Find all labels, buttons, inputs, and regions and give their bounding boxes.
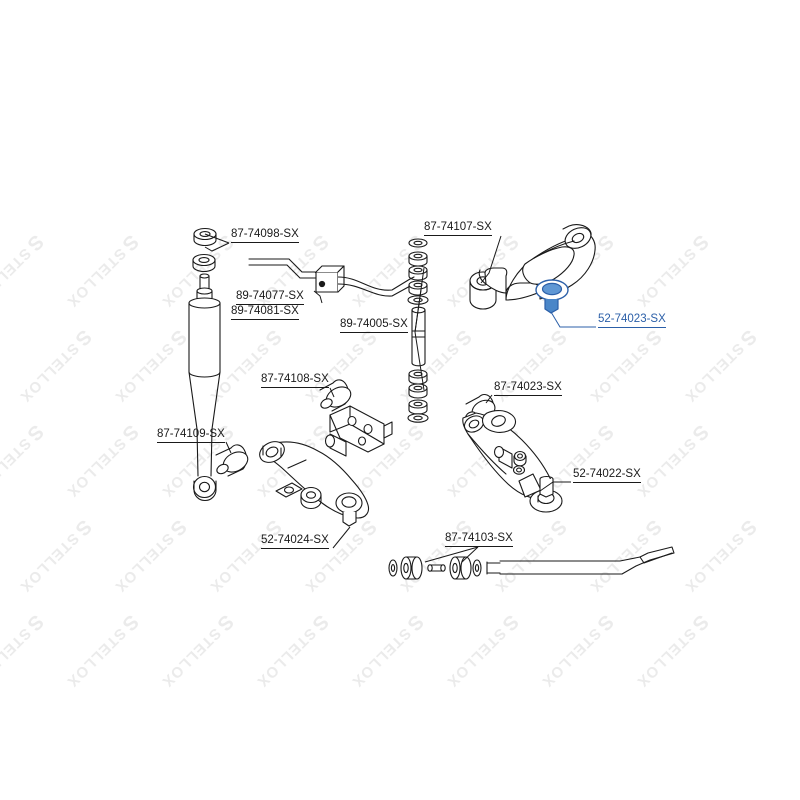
upper-ball-joint-highlight <box>535 279 569 314</box>
stabilizer-bar-bushing-a[interactable]: 89-74077-SX <box>236 290 304 305</box>
lower-ball-joint[interactable]: 52-74022-SX <box>573 468 641 483</box>
tension-rod-bushing-kit[interactable]: 87-74103-SX <box>445 532 513 547</box>
shock-absorber-mount-bushing[interactable]: 87-74098-SX <box>231 228 299 243</box>
stabilizer-link-kit[interactable]: 89-74005-SX <box>340 318 408 333</box>
upper-control-arm-bushing[interactable]: 87-74107-SX <box>424 221 492 236</box>
lower-control-arm-bushing-rear[interactable]: 87-74109-SX <box>157 428 225 443</box>
lower-ball-joint-left[interactable]: 52-74024-SX <box>261 534 329 549</box>
stabilizer-bar-bushing-b[interactable]: 89-74081-SX <box>231 305 299 320</box>
tension-rod-part <box>388 546 675 580</box>
lower-control-arm-bushing-front[interactable]: 87-74108-SX <box>261 373 329 388</box>
stabilizer-bar-part <box>248 258 417 297</box>
lower-arm-bushing-right[interactable]: 87-74023-SX <box>494 381 562 396</box>
upper-ball-joint-highlighted[interactable]: 52-74023-SX <box>598 313 666 328</box>
lower-arm-bushing-rear <box>215 444 249 477</box>
lower-control-arm-right-part <box>462 393 563 513</box>
shock-absorber-part <box>188 227 221 501</box>
